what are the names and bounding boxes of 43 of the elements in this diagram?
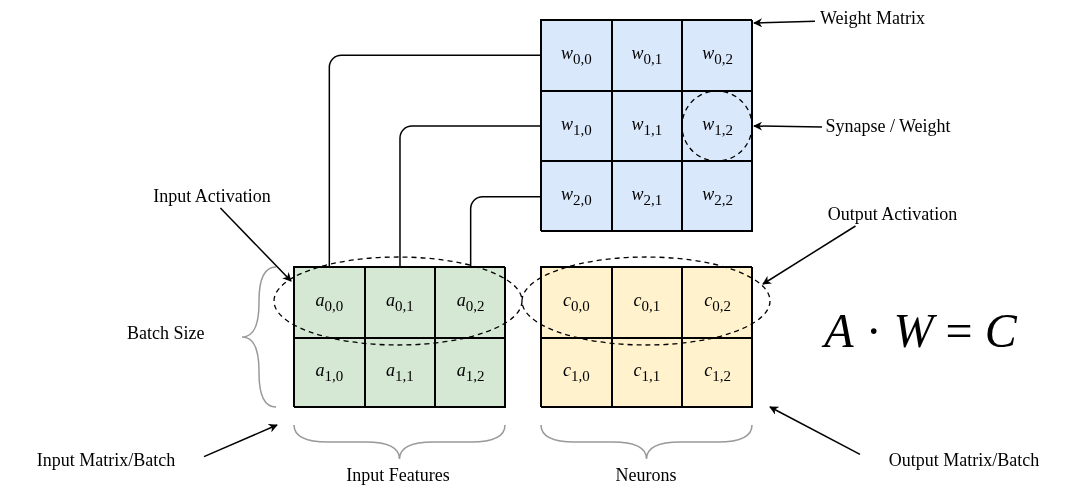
matrix-cell: a$_{1,1}$ [364, 337, 436, 408]
callout-label: Input Matrix/Batch [36, 451, 176, 471]
leader-arrow [753, 121, 823, 131]
matrix-cell: a$_{1,0}$ [294, 337, 365, 408]
leader-arrow [219, 207, 292, 282]
connector-line [399, 125, 542, 268]
axis-label: Input Features [345, 466, 451, 486]
axis-label: Neurons [614, 466, 678, 486]
matrix-cell: a$_{0,1}$ [364, 267, 436, 338]
matrix-cell: w$_{1,2}$ [682, 90, 753, 162]
leader-arrow [203, 424, 278, 458]
connector-line [328, 54, 542, 268]
callout-label: Input Activation [153, 187, 271, 207]
matrix-cell: w$_{0,0}$ [541, 20, 612, 91]
matrix-cell: c$_{1,1}$ [611, 337, 683, 408]
callout-label: Output Matrix/Batch [888, 451, 1040, 471]
matrix-grid [293, 266, 505, 407]
leader-arrow [753, 18, 816, 28]
matrix-cell: c$_{1,0}$ [541, 337, 612, 408]
callout-label: Weight Matrix [820, 9, 925, 29]
axis-label: Batch Size [127, 324, 206, 344]
matrix-cell: w$_{0,1}$ [611, 20, 683, 91]
connector-line [469, 195, 542, 268]
matrix-grid [540, 19, 752, 231]
matrix-cell: a$_{1,2}$ [435, 337, 506, 408]
matrix-cell: w$_{2,1}$ [611, 161, 683, 232]
leader-arrow [769, 406, 861, 456]
equation: A · W = C [808, 305, 1033, 358]
matrix-cell: c$_{1,2}$ [682, 337, 753, 408]
matrix-grid [540, 266, 752, 407]
leader-arrow [762, 225, 857, 285]
matrix-cell: a$_{0,0}$ [294, 267, 365, 338]
matrix-cell: a$_{0,2}$ [435, 267, 506, 338]
matrix-cell: w$_{2,2}$ [682, 161, 753, 232]
callout-label: Output Activation [827, 205, 958, 225]
matrix-cell: w$_{1,0}$ [541, 90, 612, 162]
matrix-cell: w$_{0,2}$ [682, 20, 753, 91]
matrix-cell: c$_{0,1}$ [611, 267, 683, 338]
matrix-cell: c$_{0,0}$ [541, 267, 612, 338]
callout-label: Synapse / Weight [825, 117, 951, 137]
matrix-cell: w$_{2,0}$ [541, 161, 612, 232]
matrix-cell: c$_{0,2}$ [682, 267, 753, 338]
matrix-cell: w$_{1,1}$ [611, 90, 683, 162]
